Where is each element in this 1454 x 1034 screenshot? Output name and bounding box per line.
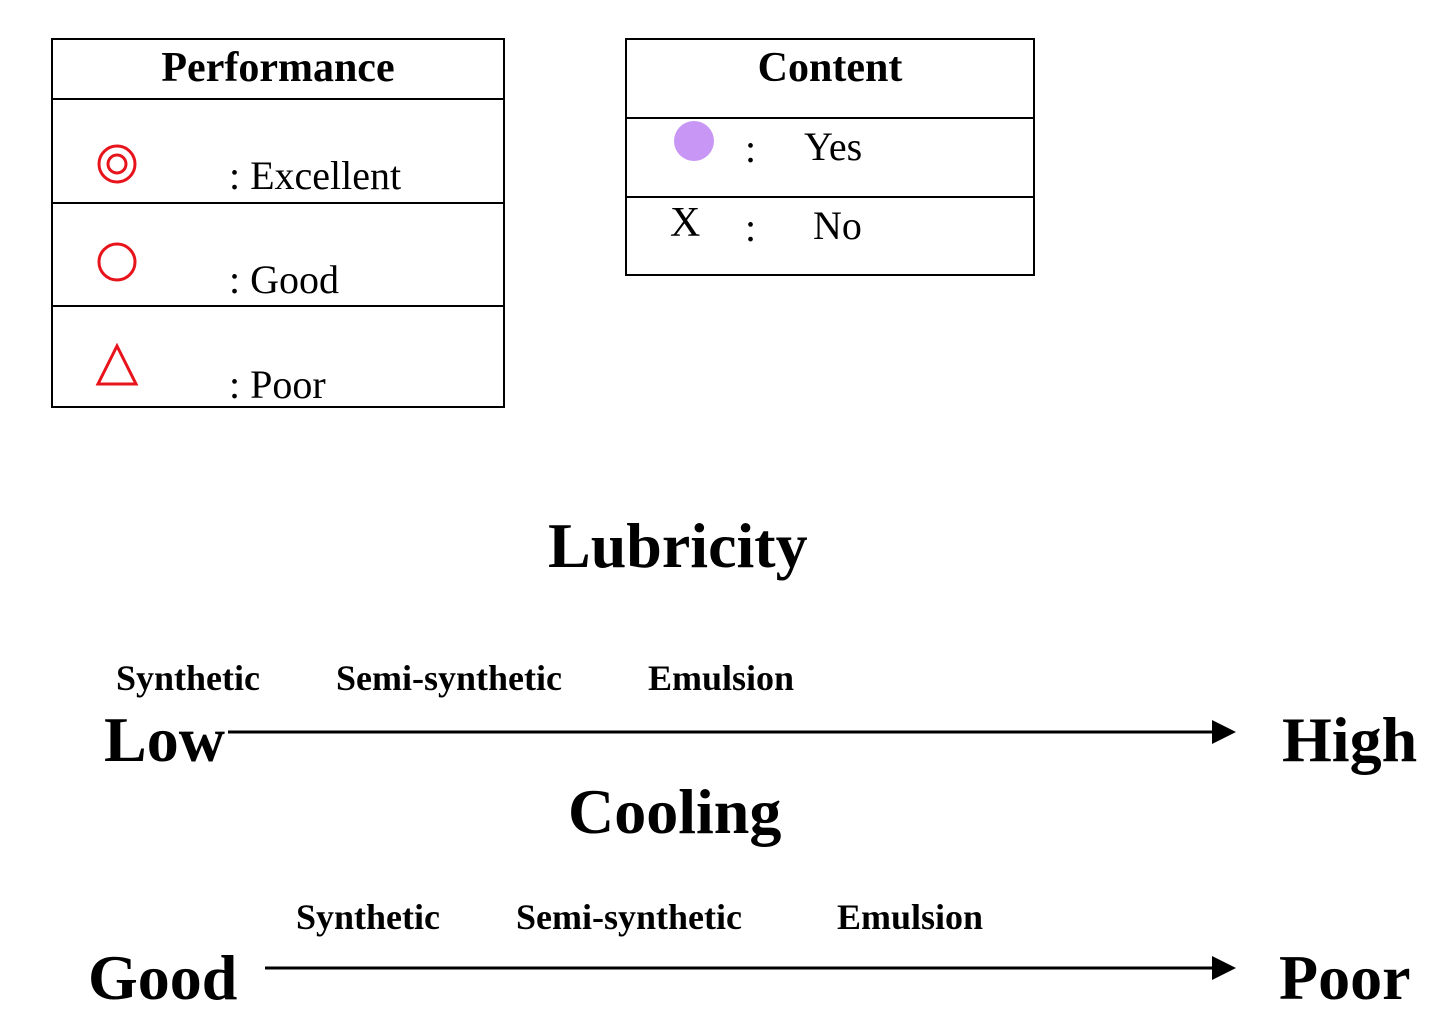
lubricity-high-label: High (1282, 704, 1418, 775)
performance-row-good: : Good (53, 204, 503, 307)
triangle-icon (95, 343, 139, 386)
content-legend-header: Content (627, 40, 1033, 119)
double-circle-icon (97, 144, 137, 184)
content-colon-no: : (745, 205, 757, 250)
x-mark-icon: X (670, 200, 701, 246)
performance-row-excellent: : Excellent (53, 100, 503, 204)
performance-label-poor: : Poor (229, 362, 326, 407)
circle-icon (97, 242, 137, 282)
lubricity-category-semi-synthetic: Semi-synthetic (336, 658, 562, 698)
performance-label-good: : Good (229, 257, 339, 302)
content-colon-yes: : (745, 126, 757, 171)
content-label-no: No (813, 203, 862, 248)
content-label-yes: Yes (804, 124, 863, 169)
content-row-no: X : No (627, 198, 1033, 274)
lubricity-category-synthetic: Synthetic (116, 658, 260, 698)
cooling-category-synthetic: Synthetic (296, 897, 440, 937)
filled-dot-icon (674, 121, 714, 161)
performance-legend-header: Performance (53, 40, 503, 100)
performance-legend: Performance : Excellent : Good : Poor (51, 38, 505, 408)
cooling-title: Cooling (568, 776, 782, 847)
cooling-poor-label: Poor (1279, 942, 1411, 1013)
cooling-good-label: Good (88, 942, 238, 1013)
performance-row-poor: : Poor (53, 307, 503, 406)
lubricity-low-label: Low (104, 704, 225, 775)
lubricity-title: Lubricity (548, 510, 808, 581)
cooling-category-semi-synthetic: Semi-synthetic (516, 897, 742, 937)
cooling-category-emulsion: Emulsion (837, 897, 984, 937)
content-row-yes: : Yes (627, 119, 1033, 198)
lubricity-category-emulsion: Emulsion (648, 658, 795, 698)
content-legend: Content : Yes X : No (625, 38, 1035, 276)
performance-label-excellent: : Excellent (229, 153, 402, 198)
